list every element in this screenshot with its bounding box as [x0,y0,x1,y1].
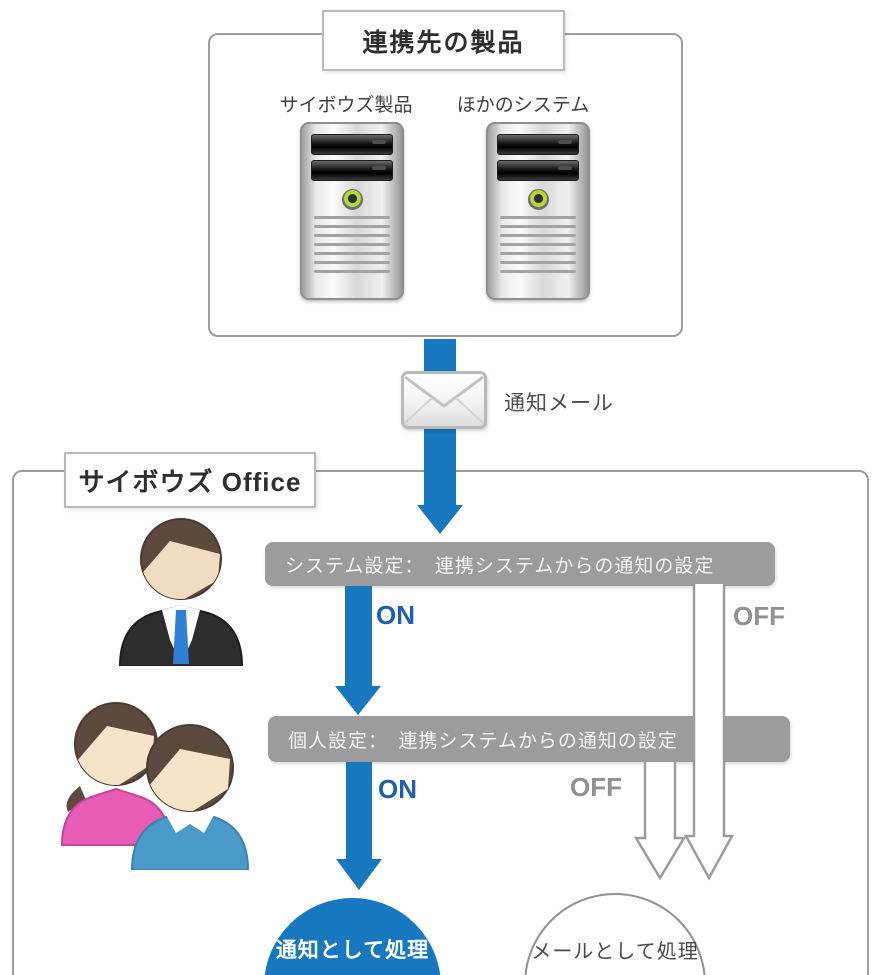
mail-flow-arrow [417,339,463,534]
personal-on-arrow [336,762,382,890]
system-setting-bar: システム設定： 連携システムからの通知の設定 [265,542,775,586]
system-off-arrow [683,584,735,881]
server-drive-bay [497,134,579,155]
server-drive-bay [497,160,579,181]
other-system-label: ほかのシステム [456,95,590,116]
personal-off-label: OFF [570,772,622,802]
source-products-box [208,33,683,337]
server-icon [486,122,590,300]
mail-result-label: メールとして処理 [531,941,699,963]
users-icon [60,702,250,870]
administrator-user-icon [118,518,244,666]
server-drive-bay [311,134,393,155]
system-off-label: OFF [733,601,785,631]
server-drive-bay [311,160,393,181]
personal-on-label: ON [378,774,417,804]
source-box-title: 連携先の製品 [322,10,565,71]
system-on-arrow [335,586,381,715]
cybozu-product-label: サイボウズ製品 [279,95,413,116]
server-icon [300,122,404,300]
office-box-title: サイボウズ Office [64,452,316,508]
server-power-button-icon [527,189,549,210]
notification-result-label: 通知として処理 [275,939,430,962]
personal-off-arrow [633,762,687,881]
mail-label: 通知メール [504,392,614,415]
system-on-label: ON [376,600,415,630]
server-power-button-icon [341,189,363,210]
envelope-icon [401,371,487,429]
